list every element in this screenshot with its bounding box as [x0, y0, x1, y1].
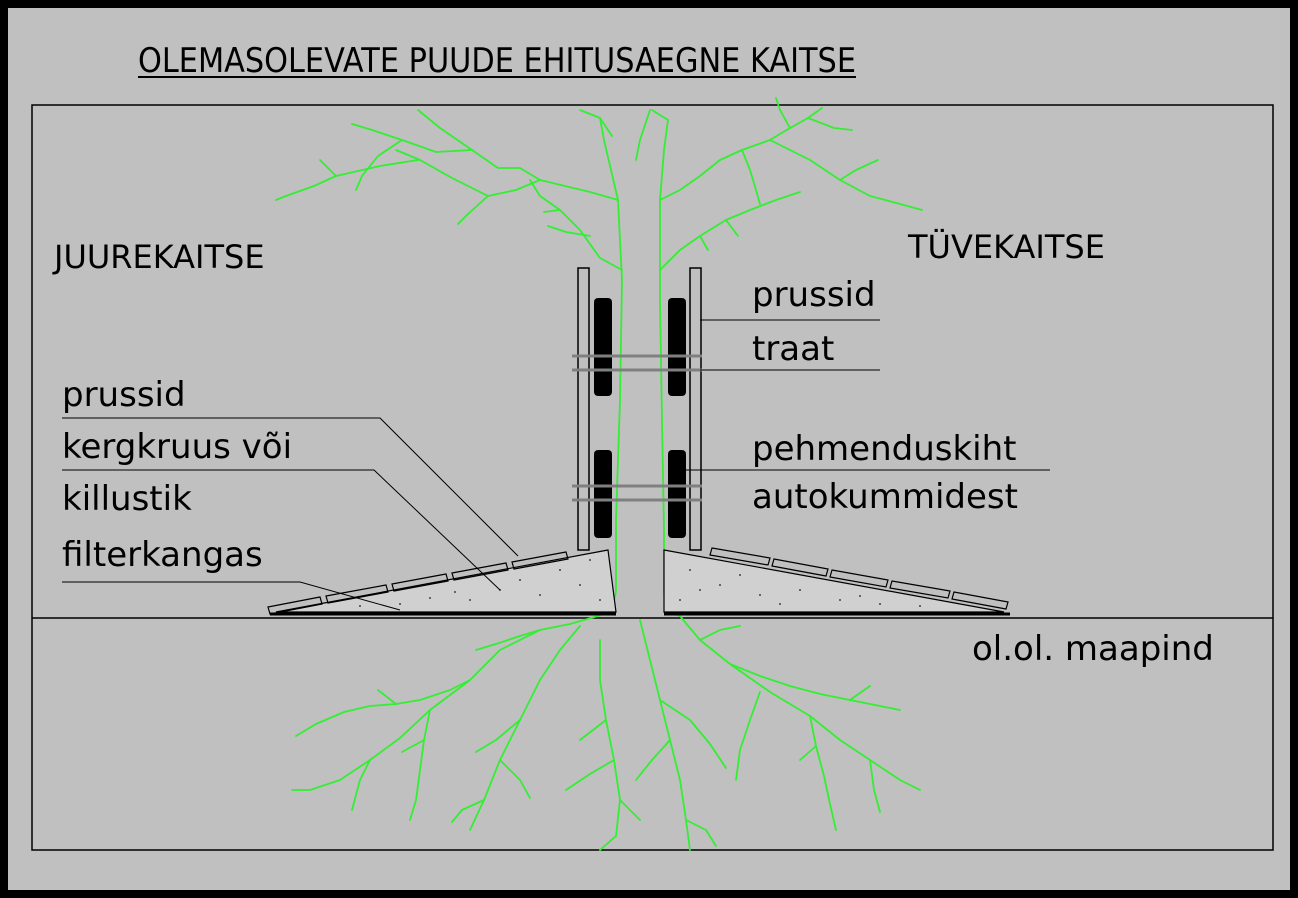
tire-pad-right-lower	[668, 450, 686, 538]
root-left-main	[291, 615, 599, 791]
gravel-mound-right	[663, 549, 1005, 613]
trunk-protection	[572, 267, 702, 551]
tree-protection-diagram: OLEMASOLEVATE PUUDE EHITUSAEGNE KAITSE	[31, 41, 1274, 851]
tire-pad-left-lower	[594, 450, 612, 538]
leader-lines	[62, 319, 1050, 611]
page-title: OLEMASOLEVATE PUUDE EHITUSAEGNE KAITSE	[138, 41, 856, 81]
tree-drawing	[275, 97, 923, 851]
plank-right	[689, 267, 702, 551]
drawing-frame	[31, 104, 1274, 851]
root-protection-heading: JUUREKAITSE	[52, 238, 265, 276]
label-left-gravel-2: killustik	[62, 479, 192, 519]
tire-pad-left-upper	[594, 298, 612, 396]
wire-bands	[572, 354, 702, 502]
label-right-padding-2: autokummidest	[752, 477, 1018, 517]
root-right-main	[679, 615, 921, 791]
label-right-beams: prussid	[752, 275, 876, 315]
branch-right-lower	[769, 139, 923, 211]
branch-left-main	[417, 109, 619, 201]
label-left-beams: prussid	[62, 375, 186, 415]
root-protection	[267, 547, 1010, 616]
protective-beams	[267, 547, 1009, 615]
drawing-canvas: OLEMASOLEVATE PUUDE EHITUSAEGNE KAITSE	[8, 8, 1290, 890]
label-left-filter: filterkangas	[62, 535, 263, 575]
tire-pad-right-upper	[668, 298, 686, 396]
label-right-wire: traat	[752, 329, 834, 369]
label-left-gravel-1: kergkruus või	[62, 427, 292, 467]
label-right-padding-1: pehmenduskiht	[752, 429, 1017, 469]
plank-left	[577, 267, 590, 551]
label-existing-ground: ol.ol. maapind	[972, 629, 1214, 669]
gravel-stipple	[359, 559, 921, 607]
trunk-protection-heading: TÜVEKAITSE	[907, 228, 1105, 266]
